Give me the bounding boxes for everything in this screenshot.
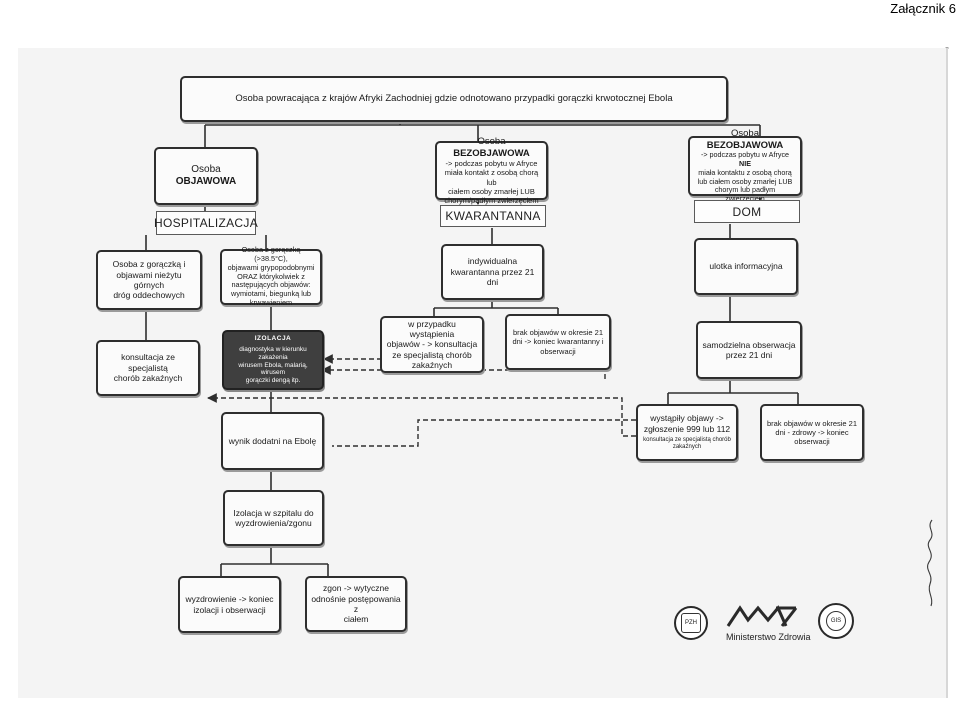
osoba-bezobjawowa-kontakt-box: Osoba BEZOBJAWOWA -> podczas pobytu w Af… [435,136,548,205]
goraczka-oddech-box: Osoba z gorączką i objawami nieżytu górn… [96,250,202,310]
bezobj-brak-line: zwierzęciem [725,194,765,204]
bezobj-kontakt-prefix: Osoba [477,136,506,148]
dashed-wystapily-wynik [332,419,636,447]
bezobj-brak-line1: -> podczas pobytu w Afryce [700,150,790,160]
dashed-samodz-izolacja [321,365,606,379]
kwarantanna-label: KWARANTANNA [440,205,546,227]
bezobj-brak-nie: NIE [739,159,751,169]
izolacja-szpital-box: Izolacja w szpitalu do wyzdrowienia/zgon… [223,490,324,546]
izolacja-title: IZOLACJA [254,334,292,342]
wyzdrowienie-box: wyzdrowienie -> koniec izolacji i obserw… [178,576,281,633]
connectors [145,120,799,576]
wynik-dodatni-box: wynik dodatni na Ebolę [221,412,324,470]
osoba-objawowa-box: Osoba OBJAWOWA [154,147,258,205]
ministerstwo-zdrowia-logo-icon [726,605,798,627]
gis-seal-mark: GIS [826,611,846,631]
hospitalizacja-label: HOSPITALIZACJA [154,211,258,235]
bezobj-brak-line: chorym lub padłym [714,185,776,195]
bezobj-kontakt-line: ciałem osoby zmarłej LUB [448,186,535,196]
bezobj-kontakt-line: -> podczas pobytu w Afryce [445,159,538,169]
samodzielna-obserwacja-box: samodzielna obserwacja przez 21 dni [696,321,802,379]
bezobj-kontakt-line: miała kontakt z osobą chorą lub [444,168,539,187]
dom-label: DOM [694,200,800,223]
pzh-seal-logo: PZH [674,606,708,640]
objawowa-bold: OBJAWOWA [175,176,237,187]
brak-objawow-kwarantanna-box: brak objawów w okresie 21 dni -> koniec … [505,314,611,370]
zgon-box: zgon -> wytyczne odnośnie postępowania z… [305,576,407,632]
root-box: Osoba powracająca z krajów Afryki Zachod… [180,76,728,122]
handwritten-signature-icon [927,519,933,607]
izolacja-box: IZOLACJA diagnostyka w kierunku zakażeni… [222,330,324,390]
konsultacja-box: konsultacja ze specjalistą chorób zakaźn… [96,340,200,396]
bezobj-brak-bold: BEZOBJAWOWA [706,139,784,151]
page-label: Załącznik 6 [890,1,956,16]
osoba-bezobjawowa-brak-box: Osoba BEZOBJAWOWA -> podczas pobytu w Af… [688,128,802,203]
dashed-wystapily-izolacja [207,393,636,437]
wystapily-objawy-box: wystąpiły objawy -> zgłoszenie 999 lub 1… [636,404,738,461]
bezobj-brak-line: miała kontaktu z osobą chorą [698,167,792,177]
goraczka-krwawienie-box: Osoba z gorączką (>38.5°C), objawami gry… [220,245,322,307]
bezobj-brak-prefix: Osoba [731,128,759,140]
gis-seal-logo: GIS [818,603,854,639]
pzh-seal-mark: PZH [681,613,701,633]
root-text: Osoba powracająca z krajów Afryki Zachod… [235,93,673,105]
kwarantanna-indywidualna-box: indywidualna kwarantanna przez 21 dni [441,244,544,300]
objawowa-prefix: Osoba [191,163,221,175]
margin-mark: - [945,40,949,54]
bezobj-kontakt-line: chorym/padłym zwierzęciem [444,195,539,205]
bezobj-brak-line: lub ciałem osoby zmarłej LUB [697,176,793,186]
bezobj-kontakt-bold: BEZOBJAWOWA [453,147,530,159]
objawy-konsultacja-box: w przypadku wystąpienia objawów - > kons… [380,316,484,373]
brak-objawow-dom-box: brak objawów w okresie 21 dni - zdrowy -… [760,404,864,461]
ministerstwo-zdrowia-text: Ministerstwo Zdrowia [726,632,811,642]
ulotka-box: ulotka informacyjna [694,238,798,295]
flowchart-scan: Osoba powracająca z krajów Afryki Zachod… [18,48,948,698]
